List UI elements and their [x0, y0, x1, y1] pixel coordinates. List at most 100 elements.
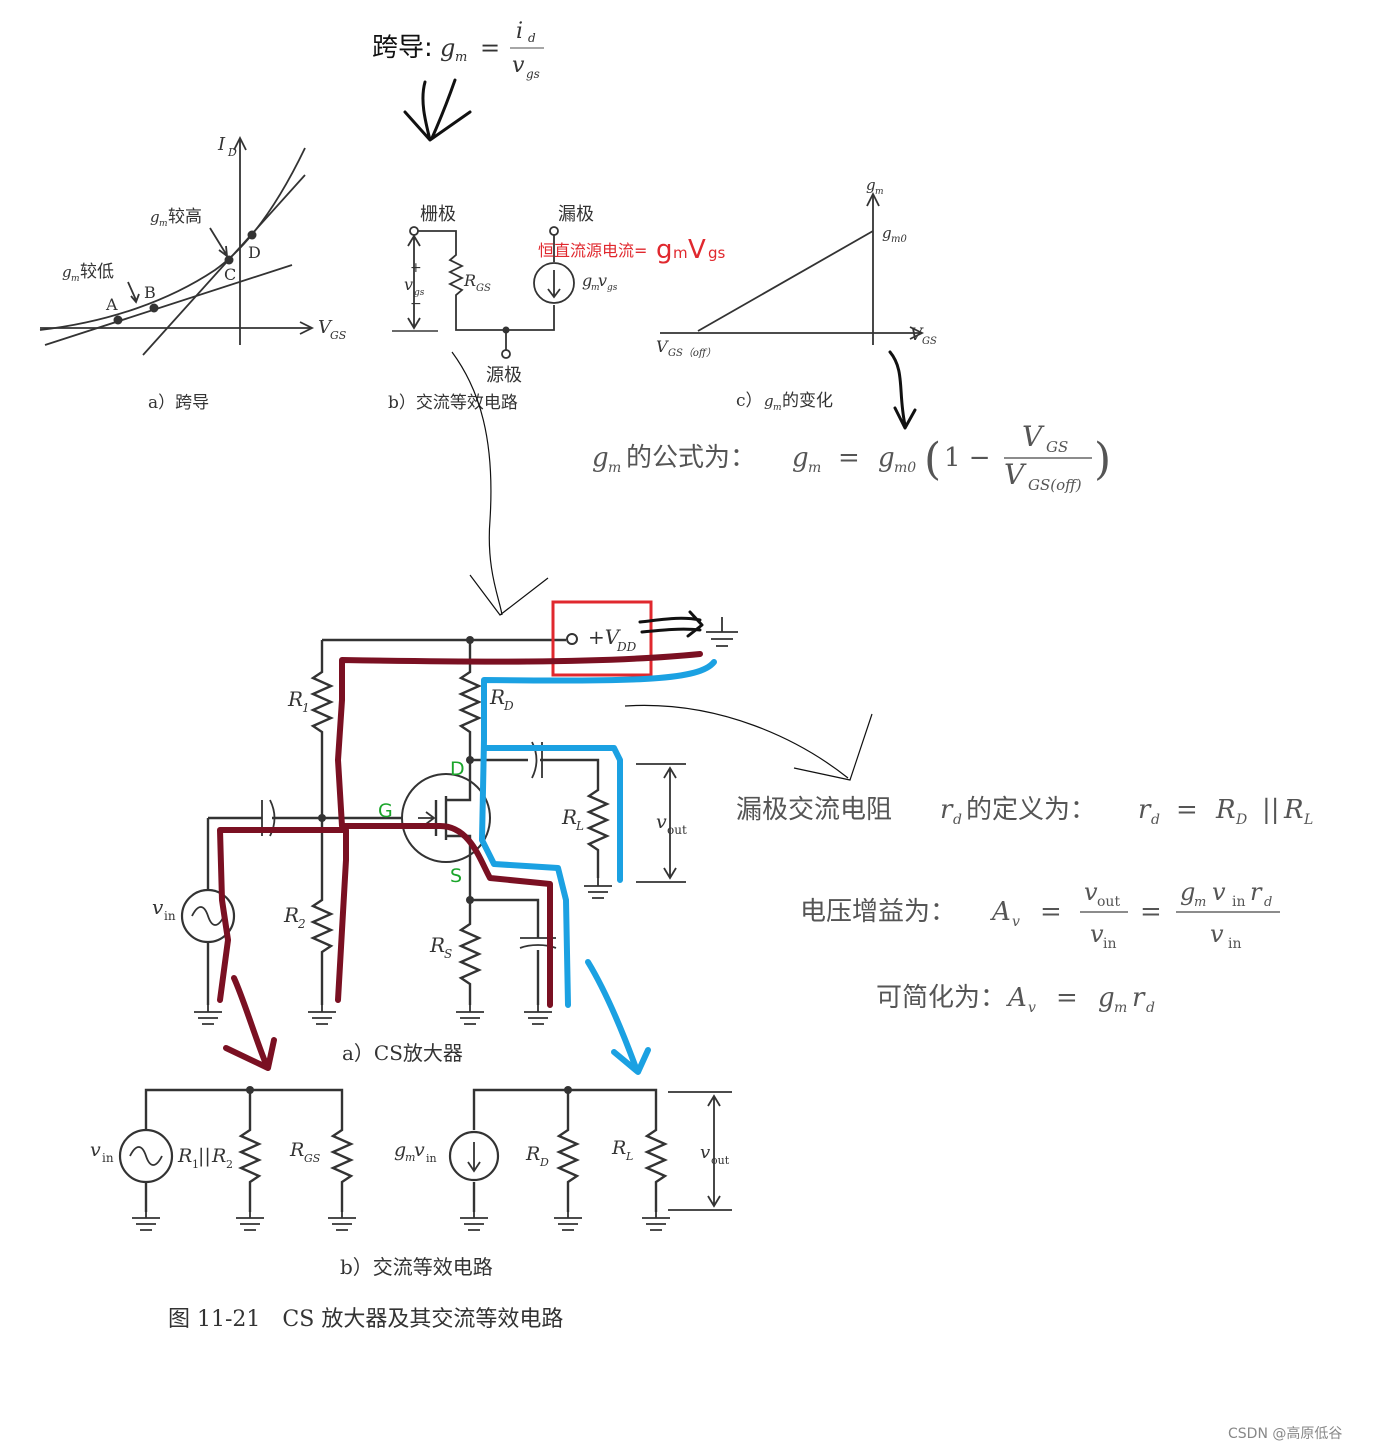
rd-def-rl-sub: L	[1303, 812, 1313, 828]
fig-b-src-v: v	[598, 271, 607, 290]
cs-rd-sub: D	[503, 699, 514, 713]
fig-a-point-d	[247, 230, 257, 240]
cs-rl: R	[561, 805, 577, 829]
fig-a-label-b: B	[144, 283, 156, 302]
ac-in-wire	[144, 1088, 354, 1212]
top-formula-den-sub: gs	[526, 67, 540, 81]
ac-out-g: g	[394, 1139, 406, 1161]
cs-vout-sub: out	[667, 823, 687, 837]
fig-b-note-v: V	[688, 235, 706, 265]
rd-def-rd-sub: D	[1235, 812, 1247, 828]
ac-in-ground-1-icon	[132, 1212, 160, 1231]
cs-vdd-terminal	[566, 633, 578, 645]
rd-def-text: 漏极交流电阻	[736, 795, 892, 825]
cs-vout-arrow	[636, 763, 686, 883]
gm-formula-eq: =	[838, 443, 860, 473]
fig-a-low-label: 较低	[80, 262, 114, 282]
cs-r1: R	[287, 687, 303, 711]
gm-formula-text: 的公式为：	[626, 443, 756, 473]
fig-b-vgs-sub: gs	[414, 288, 425, 298]
handdrawn-arrow-to-ground	[638, 610, 704, 638]
fig-b-note-g: g	[656, 235, 673, 265]
ac-out-rd: R	[525, 1143, 540, 1165]
gm-formula: g m 的公式为： g m = g m0 ( 1 − V GS V GS(off…	[592, 420, 1111, 494]
rd-def-rl: R	[1283, 795, 1304, 825]
ac-in-par: ||	[198, 1145, 211, 1167]
fig-a-label-d: D	[248, 243, 261, 262]
cs-rs-wire	[458, 898, 540, 1005]
ac-in-ground-2-icon	[236, 1212, 264, 1231]
gain-n2-rsub: d	[1264, 895, 1272, 910]
fig-b-source-label: 源极	[486, 365, 522, 386]
gm-formula-num: V	[1022, 420, 1045, 453]
ac-out-wire	[472, 1088, 668, 1212]
fig-c-y-arrow	[866, 191, 880, 207]
fig-b-vgs-arrow	[407, 234, 421, 330]
handdrawn-arrow-down-2	[888, 350, 917, 430]
fig-c-y-label-sub: m	[875, 187, 884, 197]
fig-c-caption-g: g	[764, 392, 774, 410]
rd-definition: 漏极交流电阻 r d 的定义为： r d = R D || R L	[736, 795, 1313, 828]
simplified-eq: =	[1056, 983, 1078, 1013]
watermark: CSDN @高原低谷	[1228, 1425, 1342, 1442]
fig-a-high-sub: m	[159, 219, 168, 229]
fig-a-label-c: C	[224, 265, 236, 284]
cs-caption: a）CS放大器	[342, 1041, 463, 1065]
ac-in-r12-wire	[238, 1090, 262, 1212]
fig-c-y-label: g	[866, 176, 876, 194]
cs-vin: v	[152, 895, 164, 919]
ac-equiv-caption: b）交流等效电路	[340, 1255, 493, 1279]
cs-rs: R	[429, 933, 445, 957]
gain-n2-g: g	[1180, 878, 1195, 906]
fig-a-low-tangent	[44, 264, 293, 346]
rd-def-r2-sub: d	[1151, 812, 1160, 828]
fig-b-rgs-sub: GS	[476, 283, 491, 294]
top-formula-num: i	[516, 19, 523, 44]
ac-out-source-arrow-icon	[467, 1142, 481, 1173]
simplified-a-sub: v	[1028, 1000, 1036, 1016]
gain-eq1: =	[1040, 897, 1062, 927]
ac-in-sine-icon	[129, 1146, 163, 1166]
simplified-text: 可简化为：	[876, 983, 1006, 1013]
fig-b-caption: b）交流等效电路	[388, 393, 518, 413]
gm-formula-one: 1 −	[944, 443, 991, 473]
cs-ground-cap-icon	[524, 1005, 552, 1025]
top-formula-lhs-sub: m	[455, 50, 467, 65]
handdrawn-thin-arrow-1	[451, 351, 549, 616]
handdrawn-thin-arrow-2	[624, 704, 873, 781]
ac-out-vout: v	[700, 1142, 710, 1163]
gain-d1-sub: in	[1103, 936, 1117, 952]
cs-rl-wire	[470, 758, 610, 878]
ac-in-node	[246, 1086, 254, 1094]
simplified-r-sub: d	[1146, 1000, 1155, 1016]
fig-a-x-label: V	[318, 317, 333, 338]
cs-rl-sub: L	[575, 819, 584, 833]
ac-out-vout-sub: out	[711, 1154, 730, 1167]
ac-equivalent-input: v in R 1 || R 2 R GS	[90, 1086, 356, 1231]
cs-r2-sub: 2	[297, 917, 306, 931]
fig-a-arrow-to-c	[209, 227, 229, 258]
fig-a-y-arrow	[233, 135, 247, 151]
rd-def-r: r	[940, 795, 954, 825]
fig-b-note-gs: gs	[708, 244, 726, 262]
fig-b-src-sub1: m	[591, 283, 600, 293]
fig-a-point-c	[224, 255, 234, 265]
annotation-input-loop-red	[217, 827, 349, 1071]
fig-a-high-label: 较高	[168, 207, 202, 227]
annotation-input-path-red	[335, 651, 703, 1008]
gm-formula-rparen: )	[1094, 434, 1111, 485]
ac-in-vin-sub: in	[102, 1151, 114, 1165]
fig-a-high-tangent	[142, 174, 306, 356]
gain-text: 电压增益为：	[800, 897, 956, 927]
fig-c-vgsoff-sub: GS（off）	[668, 347, 716, 359]
gain-eq2: =	[1140, 897, 1162, 927]
ac-out-ground-2-icon	[554, 1212, 582, 1231]
fig-b-note-m: m	[673, 244, 688, 262]
gain-n2-v: v	[1212, 878, 1226, 906]
top-formula-label: 跨导:	[372, 33, 433, 63]
fig-b-minus: −	[410, 296, 422, 312]
fig-b-source-terminal	[501, 349, 511, 359]
fig-b-src-sub2: gs	[607, 283, 618, 293]
fig-b-rgs: R	[463, 271, 476, 290]
cs-r2: R	[283, 903, 299, 927]
